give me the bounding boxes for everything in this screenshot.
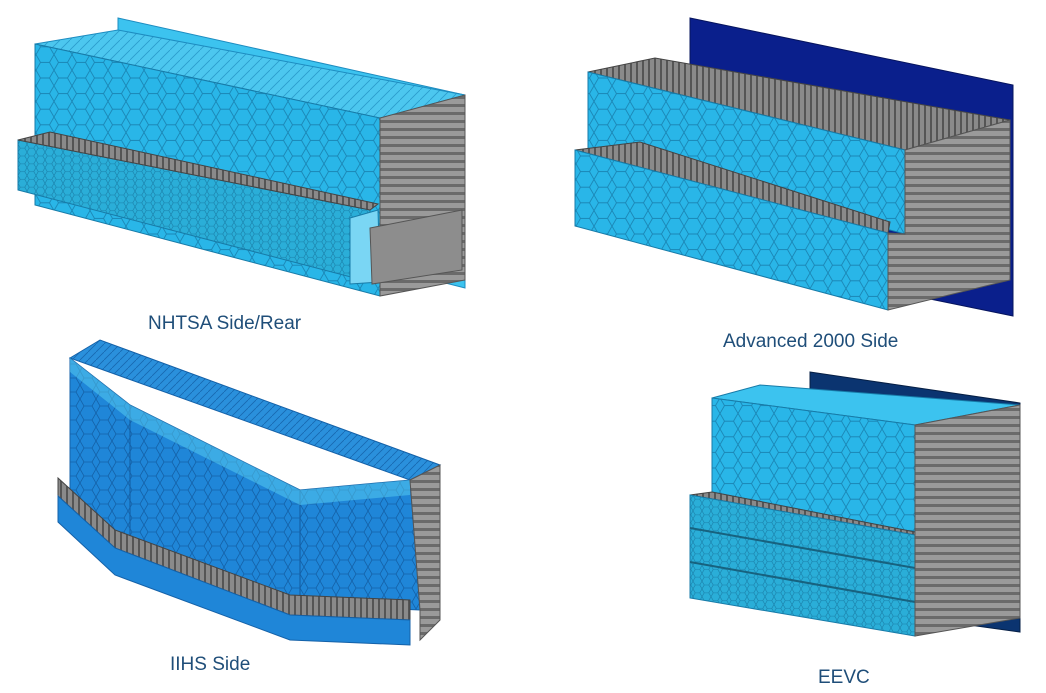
caption-nhtsa-side-rear: NHTSA Side/Rear	[148, 313, 302, 334]
advanced-2000-barrier-illustration	[574, 17, 1014, 317]
iihs-barrier-illustration	[57, 339, 442, 646]
caption-iihs-side: IIHS Side	[170, 654, 251, 675]
caption-eevc: EEVC	[818, 667, 870, 688]
caption-advanced-2000-side: Advanced 2000 Side	[723, 331, 899, 352]
nhtsa-barrier-illustration	[17, 17, 466, 297]
eevc-barrier-illustration	[689, 371, 1021, 637]
